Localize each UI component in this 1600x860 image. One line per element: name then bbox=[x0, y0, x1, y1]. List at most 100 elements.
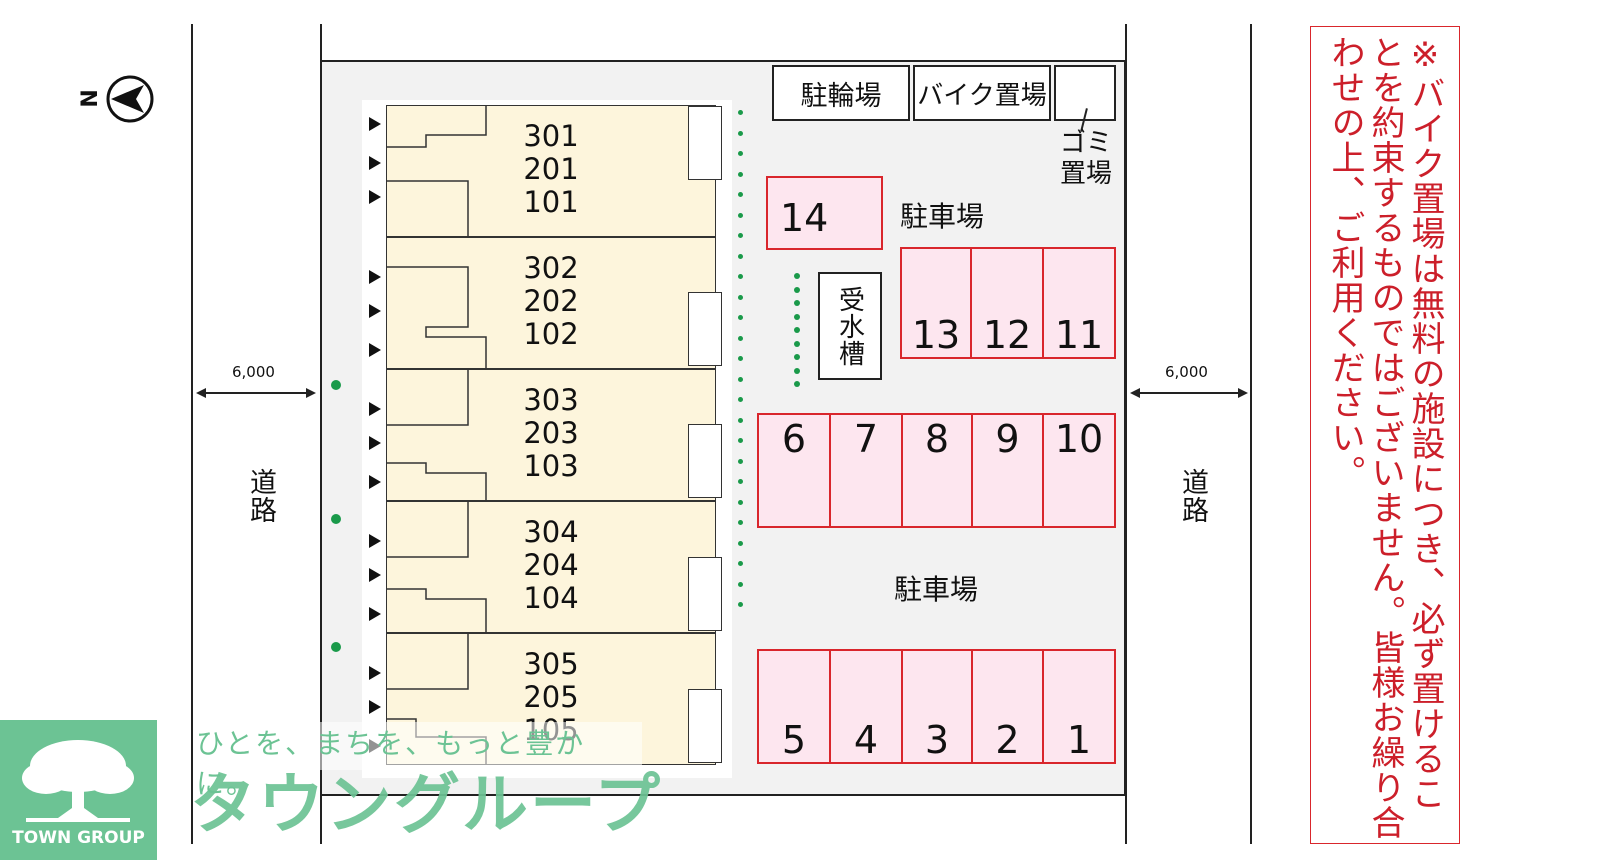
hedge-dot bbox=[794, 273, 800, 279]
parking-spot-4: 4 bbox=[829, 649, 903, 764]
hedge-dot bbox=[738, 192, 743, 197]
parking-spot-number: 8 bbox=[924, 417, 950, 461]
entrance-arrow-icon bbox=[369, 568, 381, 582]
hedge-dot bbox=[738, 540, 743, 546]
parking-spot-number: 5 bbox=[781, 718, 807, 762]
parking-spot-number: 6 bbox=[781, 417, 807, 461]
compass-icon: N bbox=[74, 74, 158, 124]
road-right-label: 道路 bbox=[1177, 468, 1208, 524]
parking-spot-number: 13 bbox=[911, 313, 961, 357]
hedge-dot bbox=[794, 354, 800, 360]
hedge-dot bbox=[794, 367, 800, 374]
hedge-dot bbox=[738, 356, 743, 361]
logo-caption: TOWN GROUP bbox=[12, 828, 145, 848]
entrance-arrow-icon bbox=[369, 270, 381, 284]
hedge-dot bbox=[738, 130, 743, 136]
unit-number: 201 bbox=[523, 152, 579, 186]
entrance-arrow-icon bbox=[369, 436, 381, 450]
parking-spot-number: 1 bbox=[1066, 718, 1092, 762]
dimension-arrow-left-a bbox=[196, 388, 206, 398]
hedge-dot bbox=[738, 499, 743, 505]
unit-number: 202 bbox=[523, 284, 579, 318]
hedge-dot bbox=[794, 327, 800, 333]
unit-numbers: 303 203 103 bbox=[387, 384, 715, 483]
parking-upper-label: 駐車場 bbox=[900, 200, 985, 233]
entrance-arrow-icon bbox=[369, 190, 381, 204]
hedge-dot bbox=[738, 212, 743, 218]
company-slogan: ひとを、まちを、もっと豊かに。 bbox=[196, 722, 642, 800]
hedge-dot bbox=[738, 274, 743, 279]
unit-number: 101 bbox=[523, 185, 579, 219]
parking-spot-14: 14 bbox=[766, 176, 883, 250]
entrance-arrow-icon bbox=[369, 700, 381, 714]
unit-number: 103 bbox=[523, 449, 579, 483]
motorbike-parking-label: バイク置場 bbox=[917, 80, 1047, 111]
bicycle-parking-label: 駐輪場 bbox=[800, 80, 882, 112]
balcony bbox=[688, 106, 722, 180]
parking-spot-3: 3 bbox=[901, 649, 973, 764]
balcony bbox=[688, 689, 722, 763]
unit-number: 203 bbox=[523, 416, 579, 450]
entrance-arrow-icon bbox=[369, 343, 381, 357]
balcony bbox=[688, 424, 722, 498]
parking-spot-number: 2 bbox=[995, 718, 1020, 762]
road-right-outer-line bbox=[1250, 24, 1252, 844]
hedge-dot bbox=[738, 581, 743, 587]
compass-north-label: N bbox=[74, 89, 100, 108]
parking-spot-number: 3 bbox=[924, 718, 950, 762]
parking-spot-13: 13 bbox=[900, 247, 972, 359]
parking-spot-10: 10 bbox=[1042, 413, 1116, 528]
hedge-dot bbox=[738, 479, 743, 484]
hedge-dot bbox=[738, 458, 743, 464]
unit-number: 104 bbox=[523, 581, 579, 615]
entrance-arrow-icon bbox=[369, 304, 381, 318]
hedge-dot bbox=[794, 340, 800, 347]
parking-spot-6: 6 bbox=[757, 413, 831, 528]
parking-spot-number: 11 bbox=[1054, 313, 1104, 357]
parking-spot-2: 2 bbox=[971, 649, 1044, 764]
hedge-dot bbox=[794, 286, 800, 293]
notice-box: ※バイク置場は無料の施設につき、必ず置けることを約束するものではございません。皆… bbox=[1310, 26, 1460, 844]
entrance-arrow-icon bbox=[369, 534, 381, 548]
notice-text: ※バイク置場は無料の施設につき、必ず置けることを約束するものではございません。皆… bbox=[1325, 35, 1445, 840]
tree-logo-icon bbox=[22, 740, 134, 822]
tree-marker bbox=[331, 642, 341, 652]
bicycle-parking-box: 駐輪場 bbox=[772, 65, 910, 121]
entrance-arrow-icon bbox=[369, 607, 381, 621]
parking-spot-number: 7 bbox=[853, 417, 879, 461]
company-logo: TOWN GROUP bbox=[0, 720, 157, 860]
road-right-inner-line bbox=[1125, 24, 1127, 844]
hedge-dot bbox=[738, 376, 743, 382]
unit-block-3: 303 203 103 bbox=[386, 369, 716, 501]
tree-marker bbox=[331, 514, 341, 524]
unit-number: 102 bbox=[523, 317, 579, 351]
unit-number: 303 bbox=[523, 383, 579, 417]
hedge-dot bbox=[738, 233, 743, 238]
dimension-arrow-left-b bbox=[306, 388, 316, 398]
hedge-dot bbox=[738, 602, 743, 607]
entrance-arrow-icon bbox=[369, 475, 381, 489]
road-left-label: 道路 bbox=[245, 468, 276, 524]
parking-spot-1: 1 bbox=[1042, 649, 1116, 764]
parking-spot-8: 8 bbox=[901, 413, 973, 528]
unit-number: 302 bbox=[523, 251, 579, 285]
unit-block-4: 304 204 104 bbox=[386, 501, 716, 633]
hedge-dot bbox=[738, 253, 743, 259]
hedge-dot bbox=[794, 300, 800, 306]
water-tank-box: 受水槽 bbox=[818, 272, 882, 380]
tree-marker bbox=[331, 380, 341, 390]
garbage-area-label: ゴミ置場 bbox=[1059, 128, 1112, 189]
parking-spot-number: 14 bbox=[780, 196, 829, 240]
entrance-arrow-icon bbox=[369, 156, 381, 170]
dimension-arrow-right-b bbox=[1238, 388, 1248, 398]
hedge-dot bbox=[738, 561, 743, 566]
road-right-width: 6,000 bbox=[1165, 363, 1208, 381]
unit-numbers: 304 204 104 bbox=[387, 516, 715, 615]
hedge-dot bbox=[738, 335, 743, 341]
hedge-dot bbox=[738, 438, 743, 443]
unit-numbers: 302 202 102 bbox=[387, 252, 715, 351]
dimension-arrow-right-a bbox=[1130, 388, 1140, 398]
entrance-arrow-icon bbox=[369, 117, 381, 131]
parking-spot-5: 5 bbox=[757, 649, 831, 764]
hedge-dot bbox=[794, 313, 800, 320]
